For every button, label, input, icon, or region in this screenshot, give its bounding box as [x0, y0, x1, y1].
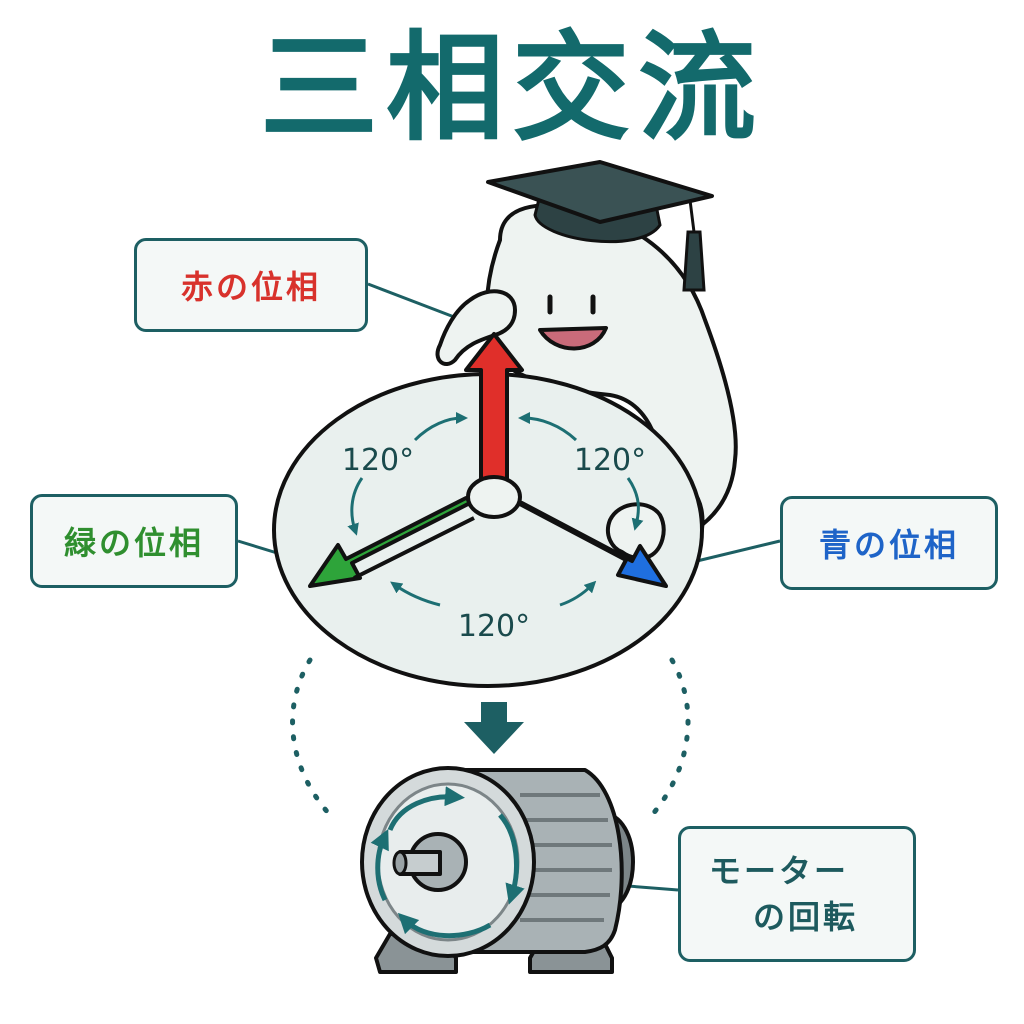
graduation-cap-icon — [486, 160, 714, 292]
red-phase-arrow — [464, 332, 524, 492]
blue-phase-arrow — [514, 500, 668, 588]
motor-rotation-label: モーター の回転 — [678, 826, 916, 962]
motor-icon — [360, 766, 635, 974]
mascot-hand — [605, 502, 666, 561]
motor-label-line2: の回転 — [753, 898, 859, 936]
dotted-rotation-guide — [290, 657, 691, 818]
arrow-hub — [466, 475, 522, 519]
green-phase-label: 緑の位相 — [30, 494, 238, 588]
angle-label-bottom: 120° — [458, 609, 530, 644]
blue-phase-label: 青の位相 — [780, 496, 998, 590]
angle-label-top-left: 120° — [342, 443, 414, 478]
angle-arcs — [347, 412, 644, 607]
angle-label-top-right: 120° — [574, 443, 646, 478]
down-arrow-icon — [464, 702, 524, 754]
motor-label-line1: モーター — [709, 852, 850, 890]
page-title: 三相交流 — [259, 19, 764, 157]
phase-arrows — [308, 332, 668, 588]
green-phase-arrow — [308, 496, 475, 588]
red-phase-label: 赤の位相 — [134, 238, 368, 332]
